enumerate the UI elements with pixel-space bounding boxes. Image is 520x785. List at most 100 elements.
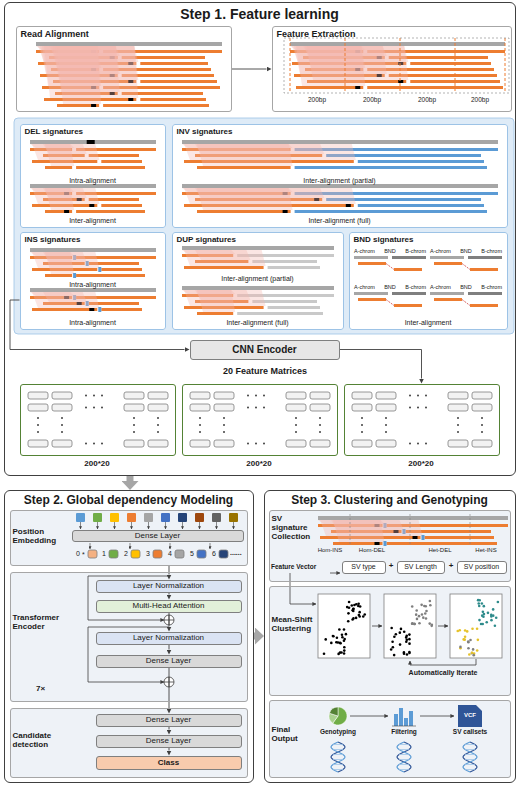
stroke xyxy=(399,764,409,765)
shape xyxy=(93,513,102,522)
stroke xyxy=(165,522,166,529)
shape xyxy=(190,392,210,399)
label: + xyxy=(449,561,454,570)
module-panel: Final Output xyxy=(269,700,511,778)
node-heading: SV signature Collection xyxy=(272,514,316,542)
node-heading: Multi-Head Attention xyxy=(132,601,204,610)
shape xyxy=(45,274,72,277)
shape xyxy=(124,392,144,399)
shape xyxy=(269,700,511,778)
label: B-chrom xyxy=(405,284,426,290)
shading xyxy=(45,252,74,274)
shape xyxy=(450,594,502,658)
shape xyxy=(103,104,209,107)
module-panel: Position EmbeddingDense Layer xyxy=(10,510,248,566)
label: 4 xyxy=(168,550,172,558)
shape xyxy=(76,513,85,522)
shape xyxy=(175,550,184,558)
stroke xyxy=(399,769,409,770)
stroke xyxy=(438,626,448,627)
shape xyxy=(64,210,69,213)
shading xyxy=(197,144,293,166)
node-heading: INV signatures xyxy=(177,127,233,136)
shape xyxy=(392,292,426,295)
encoder-box: CNN Encoder xyxy=(190,340,340,360)
node-heading: Final Output xyxy=(272,725,316,743)
shape xyxy=(376,392,396,399)
shape xyxy=(101,308,142,311)
shape xyxy=(358,160,484,163)
shading xyxy=(197,290,235,312)
shape xyxy=(14,118,514,334)
shape xyxy=(45,166,72,169)
node-heading: BND signatures xyxy=(354,235,414,244)
shape xyxy=(30,248,156,252)
module-panel: Candidate detectionDense LayerDense Laye… xyxy=(10,708,248,778)
shape xyxy=(394,268,422,271)
shape xyxy=(434,298,462,301)
stroke xyxy=(386,264,394,270)
shape xyxy=(358,262,386,265)
stroke xyxy=(465,744,475,745)
label: 7× xyxy=(36,684,45,693)
shape xyxy=(36,42,222,46)
shape xyxy=(20,232,166,330)
stroke xyxy=(397,742,411,772)
stroke xyxy=(462,300,470,306)
stroke xyxy=(170,543,171,549)
stroke xyxy=(465,764,475,765)
stroke xyxy=(148,522,149,529)
shape xyxy=(472,392,492,399)
shape xyxy=(355,86,360,89)
shape xyxy=(52,440,72,447)
feature-extraction-panel: Feature Extraction xyxy=(272,26,512,112)
shape xyxy=(349,232,508,330)
shape xyxy=(422,535,425,540)
shape xyxy=(448,404,468,411)
shape xyxy=(91,104,96,107)
shape xyxy=(101,204,142,207)
stroke xyxy=(331,742,345,772)
layer-box: Dense Layer xyxy=(72,530,244,542)
stroke xyxy=(505,38,506,93)
node-heading: Dense Layer xyxy=(135,531,180,540)
stroke xyxy=(216,522,217,529)
shape xyxy=(212,513,221,522)
shape xyxy=(197,166,291,169)
label: Automatically Iterate xyxy=(409,669,478,677)
shape xyxy=(140,62,208,65)
signature-box: DEL signaturesIntra-alignmentInter-align… xyxy=(20,124,166,228)
stroke xyxy=(410,659,476,665)
shape xyxy=(127,513,136,522)
feature-matrix: 200*20 xyxy=(344,384,500,456)
stroke xyxy=(182,522,183,529)
shape xyxy=(387,542,498,545)
node-heading: DEL signatures xyxy=(25,127,84,136)
shape xyxy=(237,312,323,315)
layer-box: Layer Normalization xyxy=(96,632,242,645)
shape xyxy=(45,210,72,213)
stroke xyxy=(465,749,475,750)
class-box: Class xyxy=(96,756,242,770)
module-panel: Transformer EncoderLayer NormalizationMu… xyxy=(10,572,248,702)
shape xyxy=(32,308,97,311)
shading xyxy=(197,188,293,210)
shape xyxy=(354,292,388,295)
stroke xyxy=(463,742,477,772)
shape xyxy=(89,204,94,207)
stroke xyxy=(210,543,211,549)
shape xyxy=(214,392,234,399)
shape xyxy=(295,166,487,169)
connector xyxy=(169,727,170,730)
stroke xyxy=(470,514,471,545)
shape xyxy=(286,440,306,447)
stroke xyxy=(462,264,470,270)
shape xyxy=(57,104,99,107)
shape xyxy=(472,440,492,447)
connector xyxy=(169,645,170,650)
shape xyxy=(367,86,503,89)
connector xyxy=(169,593,170,595)
connector xyxy=(169,613,170,627)
shape xyxy=(310,392,330,399)
